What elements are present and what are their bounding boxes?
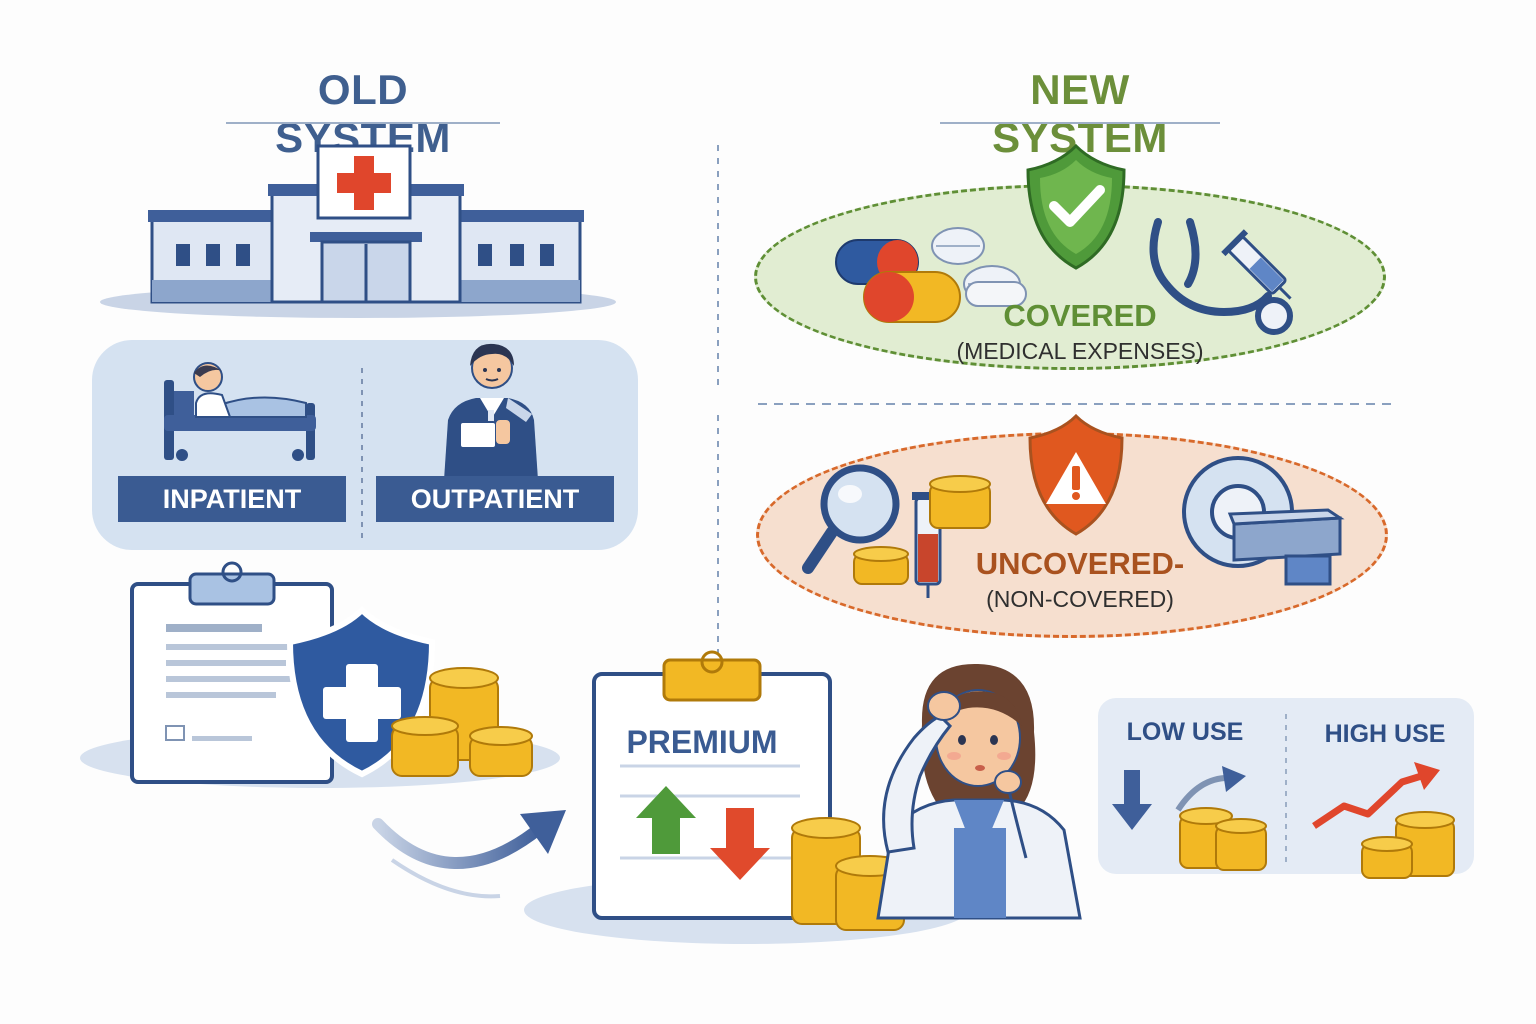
inpatient-label: INPATIENT [118, 476, 346, 522]
outpatient-label: OUTPATIENT [376, 476, 614, 522]
premium-label: PREMIUM [626, 724, 778, 760]
stethoscope-icon [1149, 218, 1293, 335]
coin-stack-icon [391, 667, 533, 777]
uncovered-title: UNCOVERED- [975, 546, 1185, 581]
red-cross-icon [337, 156, 391, 210]
covered-title: COVERED [1003, 298, 1157, 333]
test-tube-icon [912, 492, 944, 598]
coin-stack-icon [1179, 807, 1267, 871]
premium-clipboard-icon [592, 650, 832, 920]
arrow-up-icon [636, 786, 696, 854]
confused-woman-icon [876, 663, 1082, 920]
high-use-graphic [1312, 762, 1455, 879]
hospital-bed-icon [164, 362, 316, 461]
doctor-icon [444, 343, 538, 480]
curved-arrow-icon [372, 810, 566, 899]
coin-stack-icon [1361, 811, 1455, 879]
policy-group [80, 561, 560, 788]
covered-subtitle: (MEDICAL EXPENSES) [956, 338, 1204, 364]
low-use-graphic [1112, 766, 1267, 871]
usage-divider [1285, 714, 1287, 864]
trend-up-icon [1312, 762, 1440, 829]
high-use-label: HIGH USE [1324, 720, 1446, 748]
low-use-label: LOW USE [1126, 718, 1244, 746]
pills-icon [835, 227, 1027, 323]
care-type-divider [361, 368, 363, 543]
warning-shield-icon [1028, 413, 1124, 536]
check-shield-icon [1026, 143, 1126, 270]
coin-stack-icon [853, 475, 991, 585]
arrow-down-icon [710, 808, 770, 880]
clipboard-icon [130, 561, 334, 784]
magnifier-icon [802, 464, 900, 574]
uncovered-subtitle: (NON-COVERED) [986, 586, 1174, 612]
new-system-heading-rule [940, 122, 1220, 124]
old-system-heading-rule [226, 122, 500, 124]
syringe-icon [1221, 229, 1292, 300]
mri-scanner-icon [1182, 456, 1345, 586]
hospital-icon [100, 144, 616, 318]
old-system-heading: OLD SYSTEM [275, 66, 451, 161]
